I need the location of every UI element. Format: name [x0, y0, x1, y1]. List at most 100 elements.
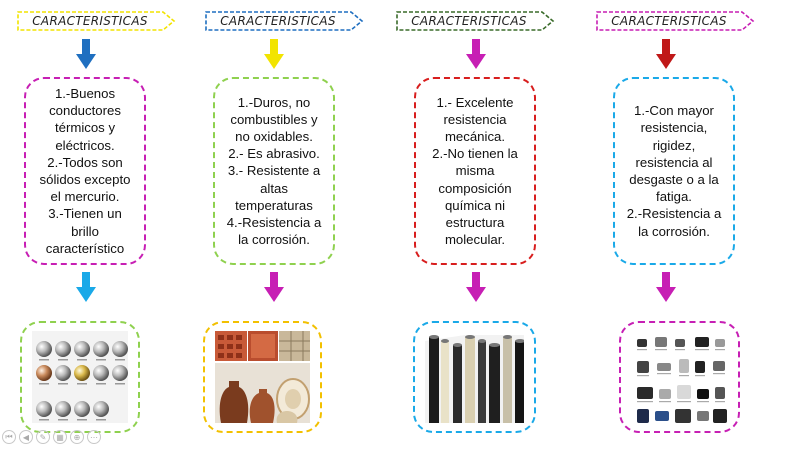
plastic-rod — [515, 341, 524, 423]
characteristic-line: 2.- Es abrasivo. — [228, 146, 320, 162]
product-photo — [695, 337, 709, 347]
metal-sphere — [55, 401, 71, 417]
ceramics-icon — [215, 331, 310, 423]
plastic-rod — [465, 337, 475, 423]
material-image-frame — [203, 321, 322, 433]
characteristic-line: 1.-Duros, no — [237, 94, 311, 110]
product-photo — [677, 385, 691, 399]
characteristic-line: la corrosión. — [638, 223, 710, 239]
characteristic-line: estructura — [445, 215, 505, 230]
more-options-icon[interactable]: ⋯ — [87, 430, 101, 444]
product-photo — [675, 339, 685, 347]
characteristics-header: CARACTERISTICAS — [396, 11, 555, 31]
metal-sphere — [36, 401, 52, 417]
characteristic-line: 1.- Excelente — [436, 94, 514, 110]
characteristic-line: 3.- Resistente a — [227, 163, 321, 179]
product-photo — [637, 409, 649, 423]
characteristic-line: combustibles y — [230, 111, 318, 127]
characteristic-line: conductores — [49, 103, 121, 119]
characteristic-line: 2.-Resistencia a — [626, 206, 722, 222]
characteristic-line: resistencia — [443, 111, 507, 127]
characteristic-line: característico — [45, 240, 125, 256]
product-photo — [695, 361, 705, 373]
product-photo — [713, 361, 725, 371]
material-image-frame — [20, 321, 140, 433]
down-arrow-icon — [466, 39, 486, 69]
metal-sphere — [55, 365, 71, 381]
header-label: CARACTERISTICAS — [32, 14, 148, 28]
characteristic-line: 4.-Resistencia a — [226, 215, 322, 230]
characteristic-line: 2.-Todos son — [47, 154, 123, 170]
down-arrow-icon — [656, 272, 676, 302]
metal-sphere — [93, 401, 109, 417]
characteristic-line: mecánica. — [444, 128, 506, 144]
product-photo — [637, 361, 649, 373]
product-photo — [637, 387, 653, 399]
characteristic-line: la corrosión. — [238, 232, 310, 248]
plastic-rod — [478, 341, 486, 423]
characteristic-line: brillo — [71, 223, 99, 239]
metal-sphere — [112, 341, 128, 357]
metal-sphere — [36, 341, 52, 357]
product-photo — [655, 337, 667, 347]
material-image-frame — [619, 321, 740, 433]
characteristic-line: resistencia al — [635, 154, 713, 170]
characteristic-line: el mercurio. — [50, 189, 120, 205]
header-label: CARACTERISTICAS — [411, 14, 527, 28]
metal-sphere — [36, 365, 52, 381]
zoom-icon[interactable]: ⊕ — [70, 430, 84, 444]
product-photo — [715, 387, 725, 399]
characteristic-line: sólidos excepto — [39, 172, 131, 187]
plastic-rod — [503, 337, 512, 423]
down-arrow-icon — [76, 39, 96, 69]
vase — [219, 381, 249, 423]
slides-grid-icon[interactable]: ▦ — [53, 430, 67, 444]
plastic-rod — [429, 337, 439, 423]
slide-nav-bar: ⏮ ◀ ✎ ▦ ⊕ ⋯ — [2, 430, 101, 444]
metal-sphere — [74, 341, 90, 357]
characteristic-line: misma — [455, 163, 495, 179]
pen-icon[interactable]: ✎ — [36, 430, 50, 444]
first-slide-icon[interactable]: ⏮ — [2, 430, 16, 444]
metal-sphere — [74, 365, 90, 381]
metal-sphere — [93, 341, 109, 357]
metal-spheres-icon — [32, 331, 128, 423]
down-arrow-icon — [264, 39, 284, 69]
characteristic-line: resistencia, — [640, 120, 708, 136]
characteristic-line: altas — [260, 180, 288, 196]
product-photo — [713, 409, 727, 423]
down-arrow-icon — [656, 39, 676, 69]
header-label: CARACTERISTICAS — [220, 14, 336, 28]
characteristic-line: desgaste o a la — [629, 172, 719, 187]
metal-sphere — [74, 401, 90, 417]
tiles — [279, 331, 310, 361]
metal-sphere — [112, 365, 128, 381]
plastic-rod — [453, 345, 462, 423]
product-photo — [637, 339, 647, 347]
characteristic-line: no oxidables. — [235, 128, 313, 144]
characteristic-line: térmicos y — [54, 120, 116, 136]
product-photo — [657, 363, 671, 371]
characteristic-line: 1.-Con mayor — [634, 103, 714, 119]
product-photo — [679, 359, 689, 373]
header-label: CARACTERISTICAS — [611, 14, 727, 28]
characteristic-line: eléctricos. — [55, 137, 115, 153]
product-photo — [655, 411, 669, 421]
characteristic-line: 2.-No tienen la — [432, 146, 518, 162]
plastic-rod — [441, 341, 449, 423]
characteristics-header: CARACTERISTICAS — [596, 11, 755, 31]
down-arrow-icon — [466, 272, 486, 302]
vase — [249, 389, 275, 423]
product-photo — [715, 339, 725, 347]
product-photo — [659, 389, 671, 399]
prev-slide-icon[interactable]: ◀ — [19, 430, 33, 444]
characteristic-line: 1.-Buenos — [54, 85, 116, 101]
material-image-frame — [413, 321, 536, 433]
characteristics-header: CARACTERISTICAS — [205, 11, 364, 31]
product-photo — [697, 411, 709, 421]
characteristic-line: 3.-Tienen un — [48, 206, 122, 222]
down-arrow-icon — [264, 272, 284, 302]
